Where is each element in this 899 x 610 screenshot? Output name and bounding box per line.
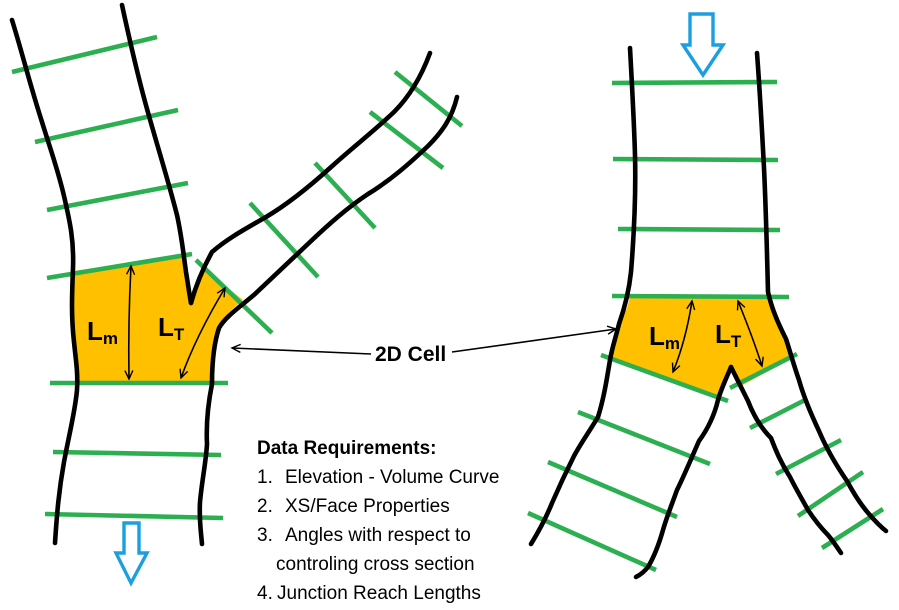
requirement-number: 3.	[257, 525, 273, 546]
cross-section-line	[46, 180, 189, 213]
cross-section-line	[527, 510, 657, 573]
main-channel-right-bank	[119, 2, 194, 306]
requirement-item: 4. Junction Reach Lengths	[257, 579, 499, 608]
tributary-lower-bank	[197, 94, 460, 547]
cross-section-line	[44, 511, 224, 521]
cross-section-line	[52, 449, 222, 458]
length-subscript: T	[730, 332, 742, 351]
requirement-number: 1.	[257, 467, 273, 488]
requirement-number: 2.	[257, 496, 273, 517]
cross-section-line	[577, 409, 711, 467]
left-tributary-length-label: LT	[158, 314, 184, 343]
left-main-length-label: Lm	[87, 318, 118, 347]
flow-arrow-down-icon	[679, 12, 727, 79]
requirement-text: controling cross section	[276, 554, 475, 575]
length-subscript: m	[102, 329, 119, 348]
main-channel-left-bank	[528, 45, 638, 547]
lt-length-arrow	[179, 286, 226, 380]
length-symbol: L	[649, 321, 665, 351]
length-symbol: L	[87, 316, 103, 346]
cross-section-line	[547, 459, 678, 520]
left-junction-diagram	[9, 2, 464, 587]
lm-length-arrow	[671, 299, 696, 374]
cross-section-line	[34, 107, 179, 145]
cross-section-line	[11, 34, 158, 75]
main-channel-left-bank	[9, 17, 80, 546]
split-inner-right-bank	[728, 364, 844, 556]
tributary-upper-bank	[188, 50, 433, 306]
cross-section-line	[617, 226, 781, 233]
cross-section-line	[611, 293, 790, 300]
cross-section-line	[612, 156, 779, 163]
2d-cell-label: 2D Cell	[375, 343, 447, 366]
requirement-text: Junction Reach Lengths	[277, 583, 481, 604]
right-main-length-label: Lm	[649, 323, 680, 352]
requirement-item: 3. Angles with respect to controling cro…	[257, 521, 499, 579]
cross-section-line	[600, 352, 729, 404]
cross-section-line	[248, 201, 320, 279]
2d-cell-leader-arrow-right	[451, 325, 618, 353]
lm-length-arrow	[124, 264, 136, 381]
cross-section-line	[611, 79, 778, 86]
cross-section-line	[194, 258, 274, 335]
requirement-text: XS/Face Properties	[285, 496, 450, 517]
requirement-item: 2. XS/Face Properties	[257, 492, 499, 521]
split-inner-left-bank	[633, 364, 734, 580]
length-subscript: T	[173, 325, 185, 344]
2d-cell-region	[611, 297, 792, 398]
length-symbol: L	[715, 319, 731, 349]
right-junction-diagram	[527, 12, 889, 580]
main-channel-right-bank	[754, 50, 889, 534]
requirement-item: 1. Elevation - Volume Curve	[257, 463, 499, 492]
right-tributary-length-label: LT	[715, 321, 741, 350]
flow-arrow-down-icon	[113, 521, 150, 587]
data-requirements-list: Data Requirements: 1. Elevation - Volume…	[257, 434, 499, 608]
requirement-number: 4.	[257, 583, 273, 604]
data-requirements-heading: Data Requirements:	[257, 438, 437, 459]
lt-length-arrow	[736, 299, 764, 368]
length-subscript: m	[664, 334, 681, 353]
requirement-text: Elevation - Volume Curve	[285, 467, 500, 488]
requirement-text: Angles with respect to	[285, 525, 471, 546]
2d-cell-leader-arrow-left	[230, 343, 372, 355]
length-symbol: L	[158, 312, 174, 342]
